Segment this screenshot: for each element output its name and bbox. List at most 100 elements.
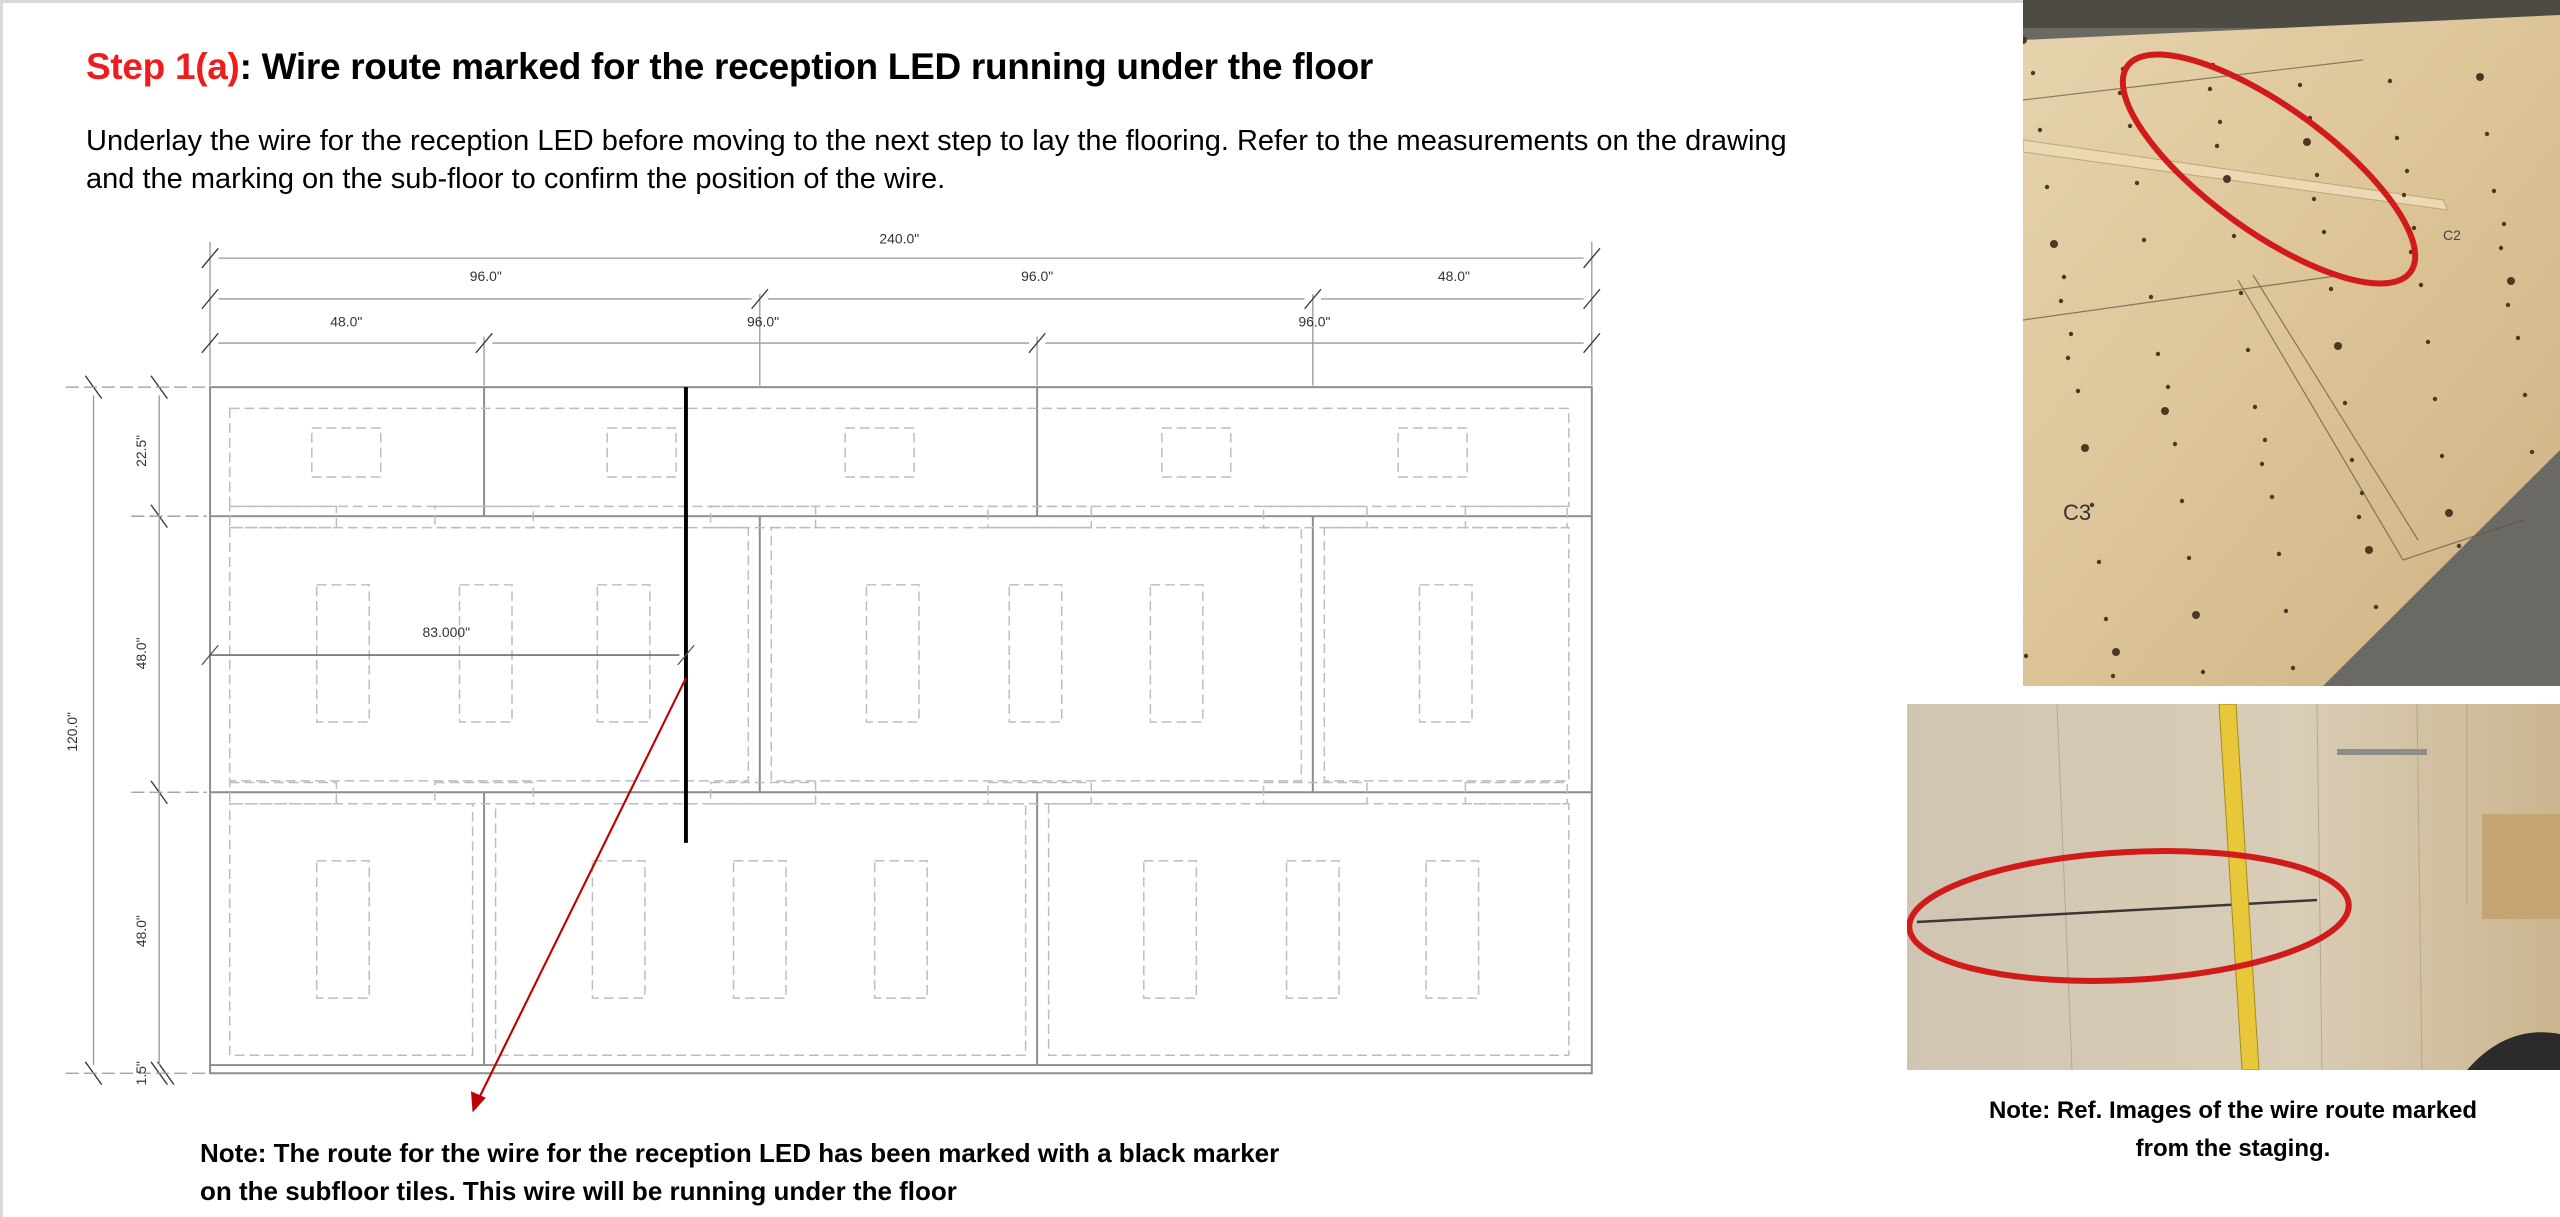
screw-hole — [2359, 490, 2365, 496]
screw-hole — [2404, 168, 2410, 174]
screw-hole — [2387, 78, 2393, 84]
screw-hole — [2112, 648, 2120, 656]
screw-hole — [2172, 441, 2178, 447]
dim-96-a: 96.0" — [470, 268, 502, 284]
screw-hole — [2356, 514, 2362, 520]
photo-label-c3: C3 — [2063, 500, 2091, 525]
dim-96-d: 96.0" — [1298, 314, 1330, 330]
light-fixture — [844, 427, 915, 478]
dim-22-5: 22.5" — [133, 435, 149, 467]
joint-tab — [709, 781, 817, 805]
screw-hole — [2418, 282, 2424, 288]
intro-paragraph: Underlay the wire for the reception LED … — [86, 122, 1886, 198]
screw-hole — [2290, 665, 2296, 671]
marked-wire-line — [1916, 898, 2318, 924]
screw-hole — [2023, 36, 2027, 44]
reference-photo-wire-mark — [1907, 704, 2560, 1070]
light-fixture — [1143, 860, 1198, 999]
screw-hole — [2311, 196, 2317, 202]
screw-hole — [2061, 274, 2067, 280]
screw-hole — [2501, 221, 2507, 227]
drawing-note-line-2: on the subfloor tiles. This wire will be… — [200, 1176, 957, 1206]
screw-hole — [2245, 347, 2251, 353]
light-fixture — [1008, 584, 1063, 723]
drawing-note-line-1: Note: The route for the wire for the rec… — [200, 1138, 1280, 1168]
light-fixture — [458, 584, 513, 723]
screw-hole — [2491, 188, 2497, 194]
screw-hole — [2314, 172, 2320, 178]
wire-offset-dimension — [201, 644, 695, 666]
screw-hole — [2141, 237, 2147, 243]
light-fixture — [1425, 860, 1480, 999]
screw-hole — [2342, 400, 2348, 406]
screw-hole — [2065, 355, 2071, 361]
plank-dashed-outlines — [229, 407, 1570, 1057]
screw-hole — [2321, 229, 2327, 235]
light-fixture — [606, 427, 677, 478]
screw-hole — [2089, 502, 2095, 508]
screw-hole — [2439, 453, 2445, 459]
light-fixture — [315, 584, 370, 723]
photos-note: Note: Ref. Images of the wire route mark… — [1900, 1092, 2560, 1168]
screw-hole — [2456, 543, 2462, 549]
screw-hole — [2231, 233, 2237, 239]
screw-hole — [2081, 444, 2089, 452]
dim-48-a: 48.0" — [1438, 268, 1470, 284]
page-title: Step 1(a): Wire route marked for the rec… — [86, 46, 1373, 88]
screw-hole — [2214, 143, 2220, 149]
screw-hole — [2068, 331, 2074, 337]
screw-hole — [2328, 286, 2334, 292]
callout-arrow — [470, 677, 687, 1113]
screw-hole — [2303, 138, 2311, 146]
screw-hole — [2044, 184, 2050, 190]
screw-hole — [2238, 290, 2244, 296]
screw-hole — [2096, 559, 2102, 565]
screw-hole — [2262, 437, 2268, 443]
screw-hole — [2207, 86, 2213, 92]
joint-tab — [1262, 781, 1368, 805]
screw-hole — [2165, 384, 2171, 390]
screw-hole — [2252, 404, 2258, 410]
photos-note-line-1: Note: Ref. Images of the wire route mark… — [1988, 1097, 2478, 1124]
screw-hole — [2297, 82, 2303, 88]
floor-outline — [209, 386, 1593, 1075]
wire-offset-label: 83.000" — [423, 624, 471, 640]
light-fixture — [591, 860, 646, 999]
screw-hole — [2259, 461, 2265, 467]
light-fixture — [596, 584, 651, 723]
screw-hole — [2269, 494, 2275, 500]
screw-hole — [2476, 73, 2484, 81]
dim-48-d: 48.0" — [133, 915, 149, 947]
dim-48-c: 48.0" — [133, 637, 149, 669]
screw-hole — [2223, 175, 2231, 183]
tape-measure — [2218, 704, 2260, 1070]
screw-hole — [2023, 653, 2029, 659]
highlight-ellipse — [1907, 848, 2352, 984]
screw-hole — [2037, 127, 2043, 133]
dim-96-c: 96.0" — [747, 314, 779, 330]
light-fixture — [315, 860, 370, 999]
photos-note-line-2: from the staging. — [2135, 1135, 2331, 1162]
joint-tab — [987, 781, 1093, 805]
screw-hole — [2394, 135, 2400, 141]
screw-hole — [2365, 546, 2373, 554]
light-fixture — [732, 860, 787, 999]
screw-hole — [2522, 392, 2528, 398]
screw-hole — [2058, 298, 2064, 304]
light-fixture — [1149, 584, 1204, 723]
joint-tab — [229, 505, 338, 529]
screw-hole — [2445, 509, 2453, 517]
dimension-labels: 240.0" 96.0" 96.0" 48.0" 48.0" 96.0" 96.… — [64, 230, 1470, 1085]
screw-hole — [2401, 192, 2407, 198]
screw-hole — [2200, 669, 2206, 675]
photo-label-c2: C2 — [2443, 227, 2461, 243]
screw-hole — [2075, 388, 2081, 394]
screw-hole — [2283, 608, 2289, 614]
title-text: : Wire route marked for the reception LE… — [239, 46, 1374, 87]
screw-hole — [2373, 604, 2379, 610]
dim-96-b: 96.0" — [1021, 268, 1053, 284]
screw-hole — [2134, 180, 2140, 186]
screw-hole — [2529, 449, 2535, 455]
light-fixture — [873, 860, 928, 999]
